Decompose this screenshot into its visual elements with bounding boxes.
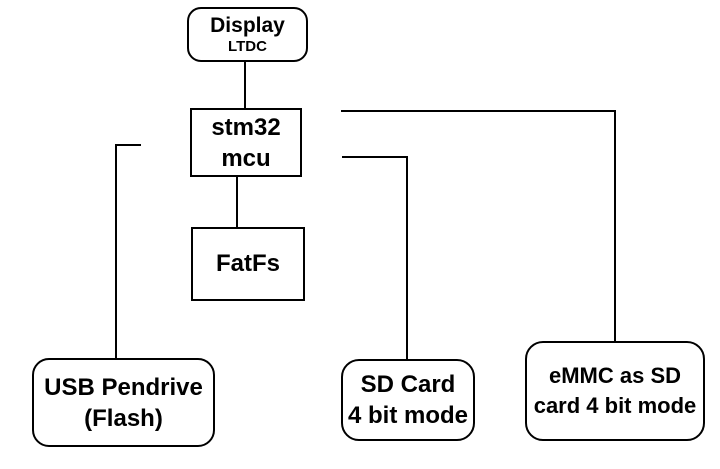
node-usb-title: USB Pendrive — [44, 373, 203, 401]
node-usb-subtitle: (Flash) — [84, 404, 163, 432]
node-fatfs: FatFs — [191, 227, 305, 301]
node-emmc-subtitle: card 4 bit mode — [533, 393, 697, 418]
node-stm32-subtitle: mcu — [221, 144, 271, 172]
node-stm32-mcu: stm32 mcu — [190, 108, 302, 177]
connector-sd-horizontal — [342, 156, 408, 158]
node-display: Display LTDC — [187, 7, 308, 62]
node-emmc-title: eMMC as SD — [548, 363, 682, 388]
connector-usb-horizontal — [115, 144, 141, 146]
connector-stm32-to-fatfs — [236, 177, 238, 227]
node-stm32-title: stm32 — [211, 113, 281, 141]
connector-emmc-horizontal — [341, 110, 616, 112]
node-emmc: eMMC as SD card 4 bit mode — [525, 341, 705, 441]
connector-usb-vertical — [115, 144, 117, 358]
connector-emmc-vertical — [614, 110, 616, 341]
node-sd-card: SD Card 4 bit mode — [341, 359, 475, 441]
connector-sd-vertical — [406, 156, 408, 359]
node-fatfs-title: FatFs — [215, 250, 280, 277]
node-sd-title: SD Card — [360, 371, 456, 398]
connector-display-to-stm32 — [244, 62, 246, 108]
node-usb-pendrive: USB Pendrive (Flash) — [32, 358, 215, 447]
node-sd-subtitle: 4 bit mode — [347, 402, 468, 429]
node-display-subtitle: LTDC — [228, 37, 267, 55]
node-display-title: Display — [210, 13, 285, 37]
